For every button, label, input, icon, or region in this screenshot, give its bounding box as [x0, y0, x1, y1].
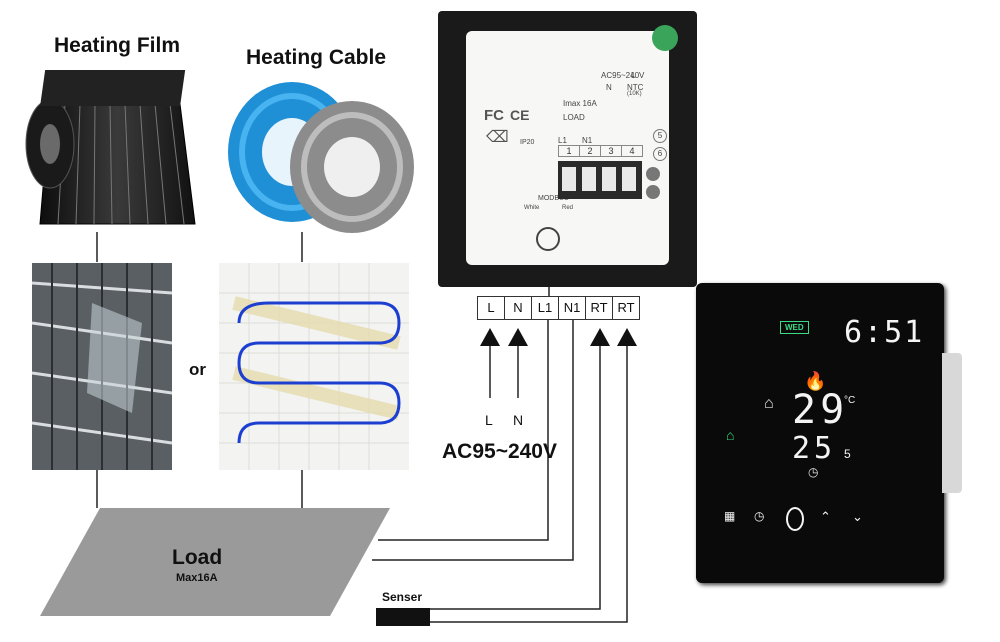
temp-second: 25 — [792, 431, 837, 466]
panel-ntc: NTC — [627, 83, 644, 92]
pin-4: 4 — [622, 145, 643, 157]
thermostat-back-panel: FC CE AC95~240V NTC (10K) N Imax 16A LOA… — [466, 25, 678, 265]
panel-ip: IP20 — [520, 139, 535, 146]
day-badge: WED — [780, 321, 809, 334]
wire-l1-load — [378, 320, 549, 541]
pin-number-row: 1 2 3 4 — [558, 145, 643, 157]
heating-cable-title: Heating Cable — [246, 46, 387, 69]
down-button[interactable]: ⌄ — [852, 509, 863, 524]
weee-icon: ⌫ — [486, 129, 509, 146]
flame-icon: 🔥 — [804, 371, 827, 391]
terminal-rt2: RT — [613, 296, 640, 320]
sensor-probe — [376, 608, 430, 626]
installed-cable-image — [219, 263, 409, 470]
panel-voltage: AC95~240V — [601, 71, 645, 80]
panel-modbus: MODBUS — [538, 195, 569, 202]
sensor-label: Senser — [382, 590, 423, 604]
up-button[interactable]: ⌃ — [820, 509, 831, 524]
sensor-screw-1 — [646, 167, 660, 181]
modbus-port — [536, 227, 560, 251]
clock-display: 6:51 — [844, 315, 925, 350]
thermostat-front: WED 6:51 🔥 ⌂ ⌂ 29 °C 25 5 ◷ ▦ ◷ ⌃ ⌄ — [696, 283, 962, 583]
schedule-icon: ◷ — [808, 465, 819, 479]
pin-2: 2 — [580, 145, 601, 157]
sensor-pin-5: 5 — [653, 129, 667, 143]
power-button[interactable] — [786, 507, 804, 531]
home-icon: ⌂ — [764, 395, 774, 412]
panel-imax: Imax 16A — [563, 99, 597, 108]
load-label: Load — [172, 546, 223, 569]
wire-rt1-sensor — [430, 342, 601, 610]
temp-second-suffix: 5 — [844, 447, 851, 461]
panel-n1: N1 — [582, 136, 593, 145]
wire-n1-load — [372, 320, 574, 561]
thermostat-side — [942, 353, 962, 493]
sensor-screw-2 — [646, 185, 660, 199]
panel-l1: L1 — [558, 136, 567, 145]
pin-1: 1 — [558, 145, 580, 157]
terminal-l: L — [477, 296, 505, 320]
ce-mark: CE — [510, 107, 530, 123]
pin-3: 3 — [601, 145, 622, 157]
load-max-label: Max16A — [176, 572, 218, 584]
panel-white: White — [524, 205, 540, 211]
thermostat-back-frame: FC CE AC95~240V NTC (10K) N Imax 16A LOA… — [438, 11, 697, 287]
sensor-pin-6: 6 — [653, 147, 667, 161]
panel-ntc-sub: (10K) — [627, 91, 642, 97]
menu-button[interactable]: ▦ — [724, 509, 736, 523]
voltage-label: AC95~240V — [442, 440, 557, 463]
arrow-l — [480, 328, 500, 346]
fc-mark: FC — [484, 107, 504, 124]
load-block — [40, 508, 390, 616]
arrow-n — [508, 328, 528, 346]
heating-cable-image — [228, 82, 414, 233]
or-text: or — [189, 360, 206, 379]
panel-n: N — [606, 83, 612, 92]
panel-l: L — [631, 71, 636, 80]
arrow-rt1 — [590, 328, 610, 346]
installed-film-image — [32, 263, 172, 470]
away-icon: ⌂ — [726, 427, 735, 443]
temp-main: 29 — [792, 387, 849, 433]
terminal-rt1: RT — [586, 296, 613, 320]
panel-load: LOAD — [563, 113, 585, 122]
arrow-rt2 — [617, 328, 637, 346]
supply-l-label: L — [485, 412, 493, 428]
clock-button[interactable]: ◷ — [754, 509, 765, 523]
terminal-n1: N1 — [559, 296, 586, 320]
wire-rt2-sensor — [430, 342, 628, 623]
supply-n-label: N — [513, 412, 524, 428]
heating-film-title: Heating Film — [54, 34, 181, 57]
terminal-l1: L1 — [532, 296, 559, 320]
panel-red: Red — [562, 205, 574, 211]
terminal-n: N — [505, 296, 532, 320]
temp-unit: °C — [844, 395, 856, 406]
rohs-badge — [652, 25, 678, 51]
terminal-strip: L N L1 N1 RT RT — [477, 296, 640, 320]
heating-film-image — [25, 70, 196, 225]
